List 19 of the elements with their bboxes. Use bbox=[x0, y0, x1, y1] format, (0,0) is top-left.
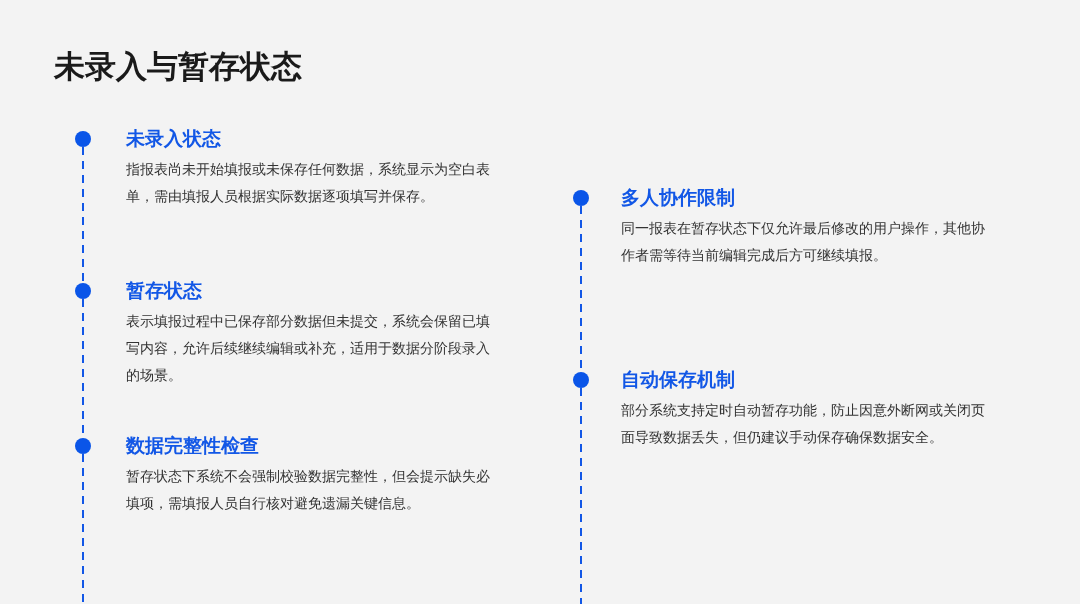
item-heading: 数据完整性检查 bbox=[126, 433, 259, 458]
timeline-line bbox=[580, 387, 582, 604]
item-description: 表示填报过程中已保存部分数据但未提交，系统会保留已填写内容，允许后续继续编辑或补充，适用于数据分阶段录入的场景。 bbox=[126, 312, 491, 385]
timeline-dot bbox=[573, 372, 589, 388]
item-heading: 多人协作限制 bbox=[621, 185, 735, 210]
timeline-dot bbox=[75, 438, 91, 454]
timeline-line bbox=[82, 146, 84, 284]
item-description: 指报表尚未开始填报或未保存任何数据，系统显示为空白表单，需由填报人员根据实际数据逐项填写并保存。 bbox=[126, 160, 491, 206]
item-description: 暂存状态下系统不会强制校验数据完整性，但会提示缺失必填项，需填报人员自行核对避免遗漏关键信息。 bbox=[126, 467, 491, 513]
timeline-dot bbox=[75, 283, 91, 299]
item-description: 同一报表在暂存状态下仅允许最后修改的用户操作，其他协作者需等待当前编辑完成后方可继续填报。 bbox=[621, 219, 986, 265]
timeline-line bbox=[82, 453, 84, 604]
item-heading: 未录入状态 bbox=[126, 126, 221, 151]
item-heading: 暂存状态 bbox=[126, 278, 202, 303]
item-heading: 自动保存机制 bbox=[621, 367, 735, 392]
timeline-dot bbox=[75, 131, 91, 147]
item-description: 部分系统支持定时自动暂存功能，防止因意外断网或关闭页面导致数据丢失，但仍建议手动保存确保数据安全。 bbox=[621, 401, 986, 447]
page-title: 未录入与暂存状态 bbox=[54, 47, 302, 86]
timeline-dot bbox=[573, 190, 589, 206]
